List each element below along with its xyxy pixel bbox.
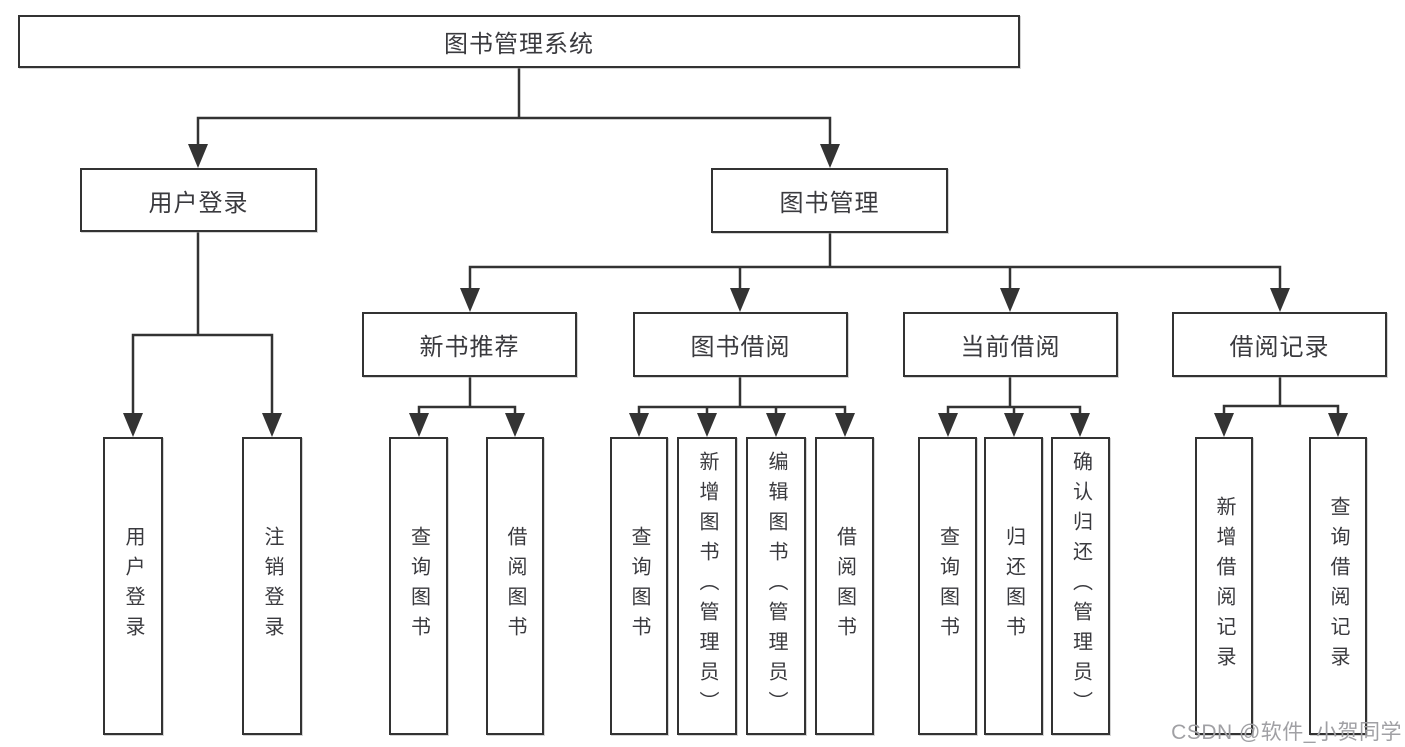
connector-user-login <box>131 230 274 420</box>
connector-current-borrow <box>946 375 1082 420</box>
leaf-confirm-return-admin: 确认归还（管理员） <box>1051 437 1110 735</box>
connector-new-book-rec <box>417 375 517 420</box>
leaf-borrow-books: 借阅图书 <box>815 437 874 735</box>
connector-root <box>196 66 832 150</box>
leaf-query-books-rec: 查询图书 <box>389 437 448 735</box>
node-book-mgmt: 图书管理 <box>711 168 948 233</box>
leaf-logout: 注销登录 <box>242 437 302 735</box>
node-user-login: 用户登录 <box>80 168 317 232</box>
node-new-book-rec: 新书推荐 <box>362 312 577 377</box>
node-borrow-records: 借阅记录 <box>1172 312 1387 377</box>
watermark: CSDN @软件_小贺同学 <box>1171 721 1402 744</box>
leaf-add-books-admin: 新增图书（管理员） <box>677 437 737 735</box>
leaf-user-login: 用户登录 <box>103 437 163 735</box>
node-book-borrow: 图书借阅 <box>633 312 848 377</box>
leaf-borrow-books-rec: 借阅图书 <box>486 437 544 735</box>
connector-book-borrow <box>637 375 847 420</box>
connector-book-mgmt <box>468 231 1282 294</box>
leaf-add-borrow-record: 新增借阅记录 <box>1195 437 1253 735</box>
arrowheads <box>123 144 1348 437</box>
leaf-return-books: 归还图书 <box>984 437 1043 735</box>
node-root: 图书管理系统 <box>18 15 1020 68</box>
leaf-query-books-borrow: 查询图书 <box>610 437 668 735</box>
leaf-query-books-current: 查询图书 <box>918 437 977 735</box>
leaf-query-borrow-record: 查询借阅记录 <box>1309 437 1367 735</box>
leaf-edit-books-admin: 编辑图书（管理员） <box>746 437 806 735</box>
node-current-borrow: 当前借阅 <box>903 312 1118 377</box>
connector-borrow-records <box>1222 375 1340 420</box>
